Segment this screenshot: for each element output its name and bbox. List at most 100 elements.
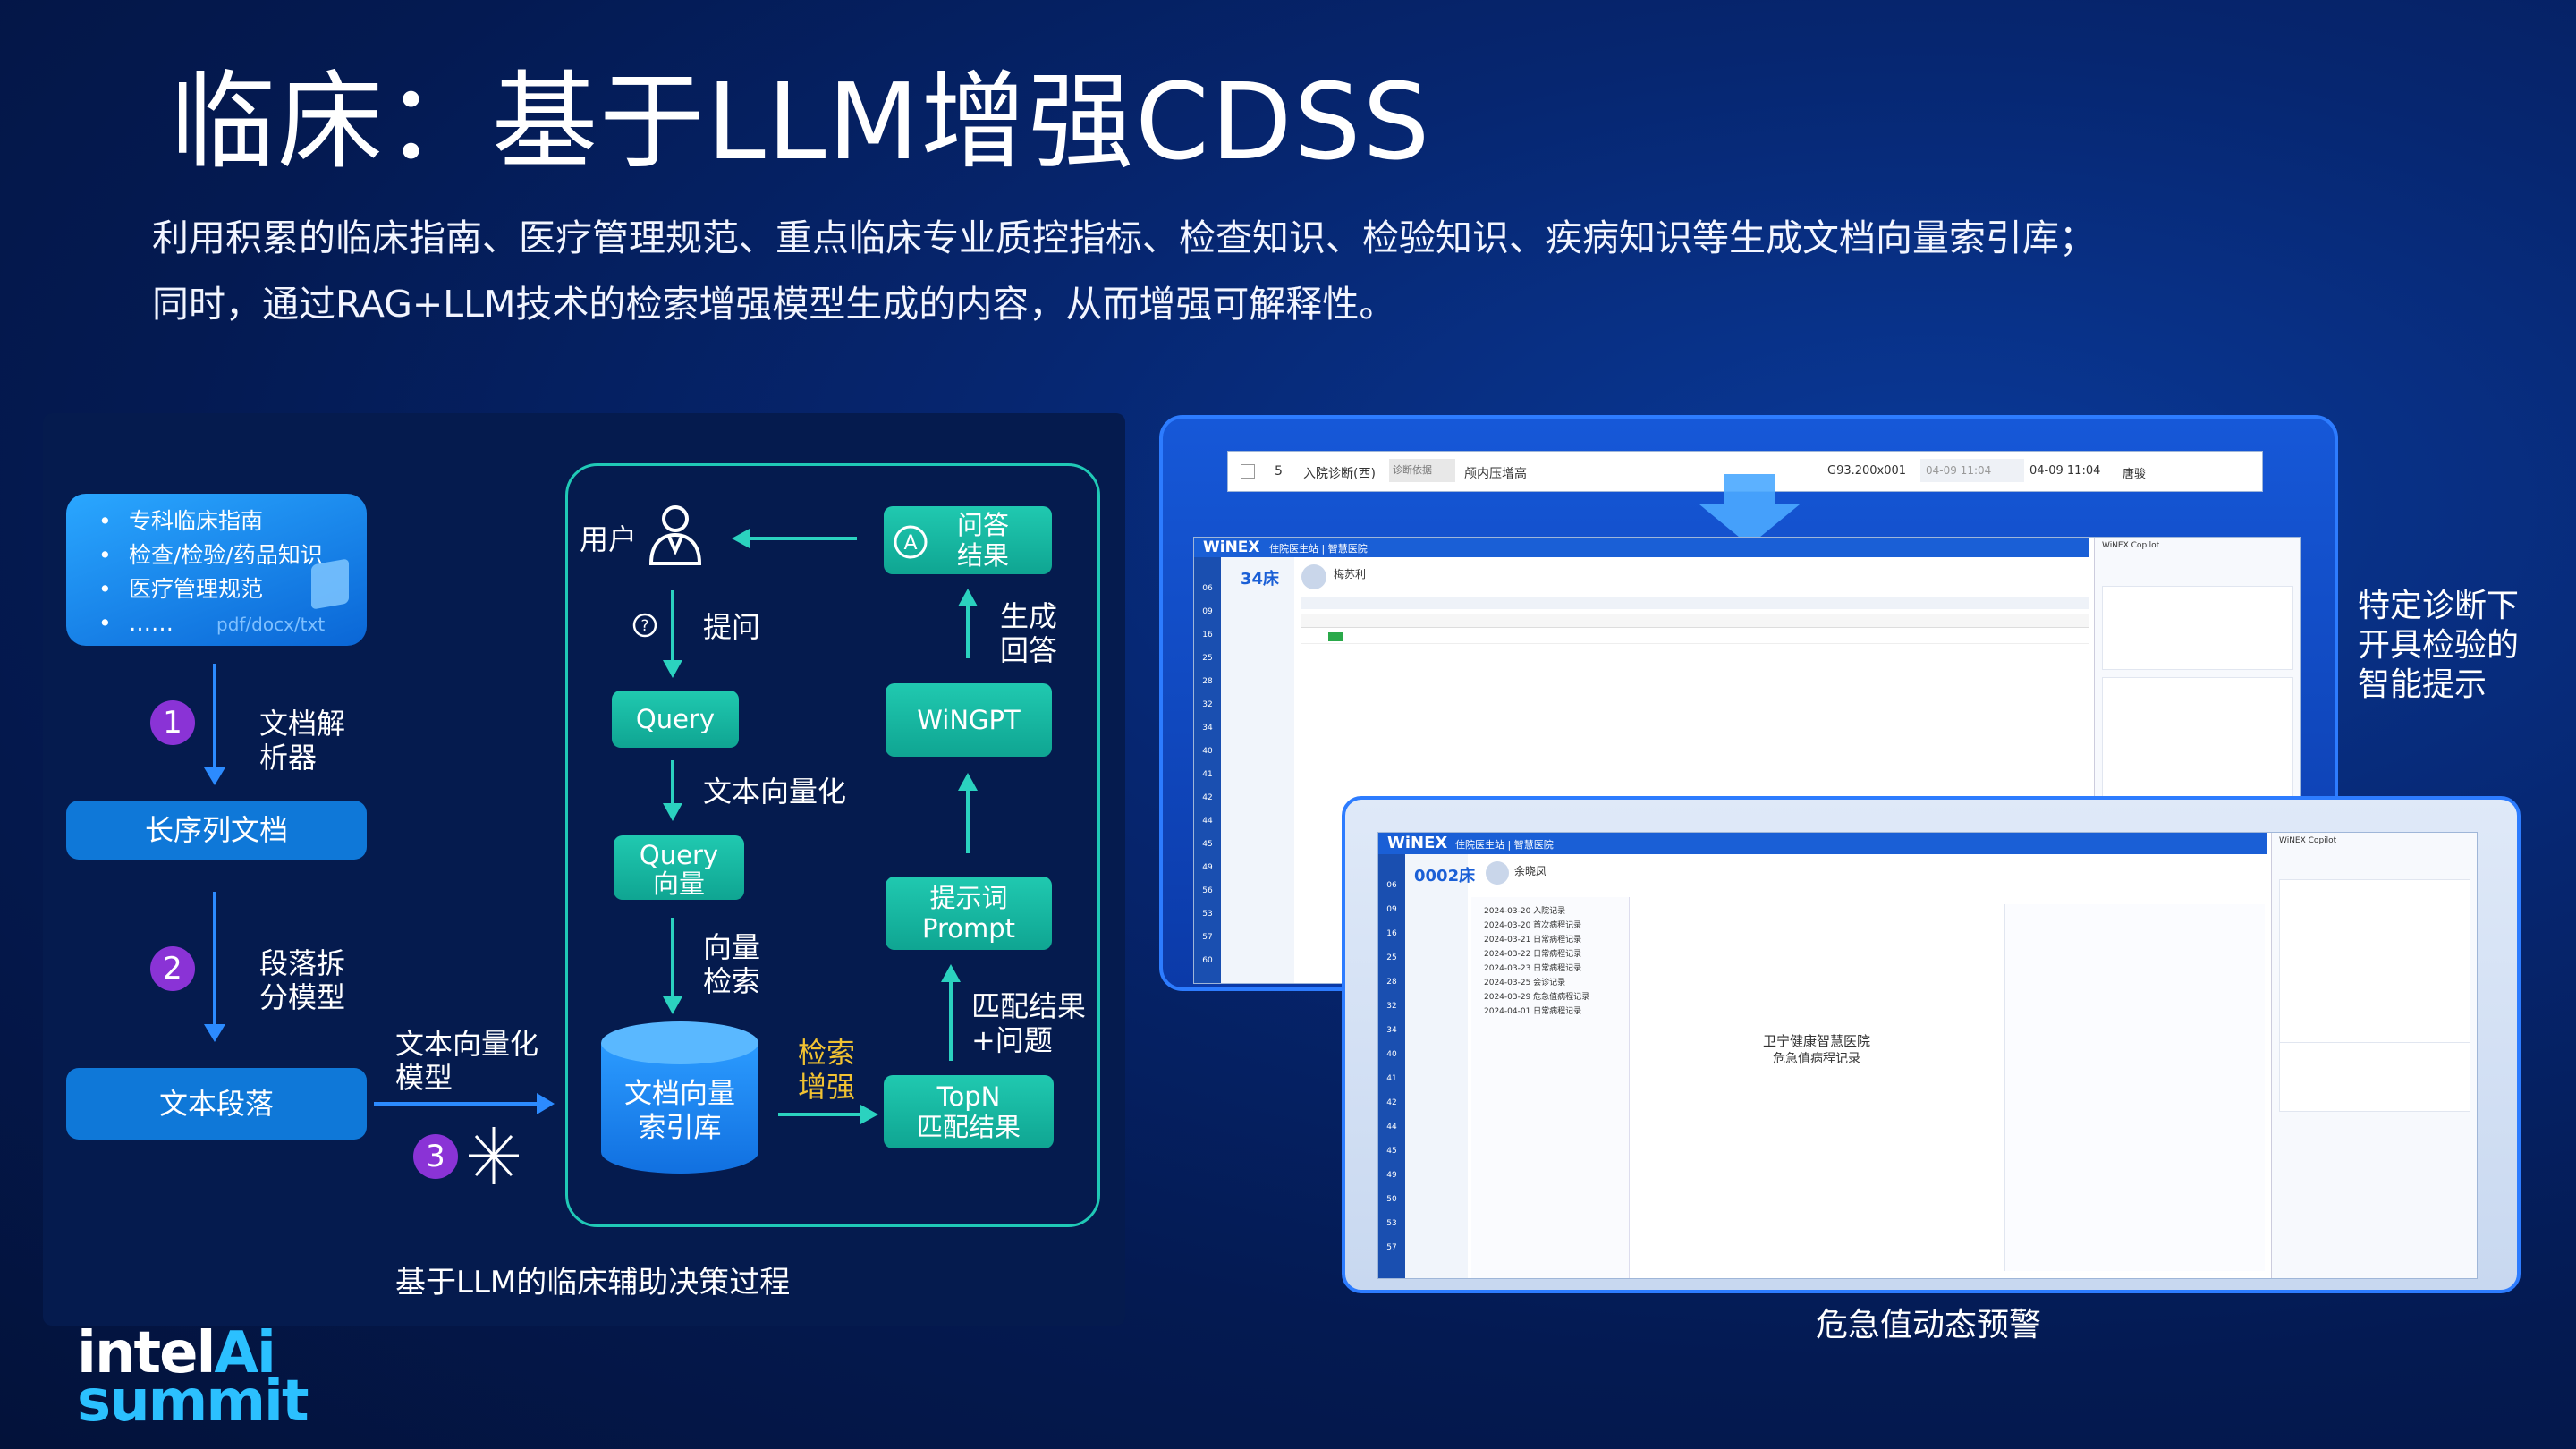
bed-item[interactable]: 06 <box>1386 881 1397 890</box>
table-header <box>1301 614 2089 628</box>
arrow-up-icon <box>958 589 978 606</box>
arrow-down-icon <box>663 996 682 1014</box>
record-item[interactable]: 2024-03-29 危急值病程记录 <box>1484 993 1590 1002</box>
intel-logo: intelAi <box>77 1320 276 1386</box>
diagram-caption: 基于LLM的临床辅助决策过程 <box>395 1265 791 1301</box>
arrow-right-icon <box>860 1105 878 1124</box>
robot-icon: A <box>894 525 928 559</box>
arrow-down-icon <box>204 1024 225 1042</box>
answer-result-box: A 问答结果 <box>884 506 1052 574</box>
bed-item[interactable]: 06 <box>1202 584 1213 593</box>
diagnosis-type: 入院诊断(西) <box>1303 467 1376 481</box>
doctor-name: 唐骏 <box>2123 468 2147 481</box>
retrieval-enhance-label: 检索增强 <box>798 1036 856 1104</box>
arrow-line <box>966 791 970 853</box>
template-panel <box>2004 904 2265 1271</box>
bed-item[interactable]: 40 <box>1202 747 1213 756</box>
bed-item[interactable]: 49 <box>1386 1171 1397 1180</box>
intro-line-1: 利用积累的临床指南、医疗管理规范、重点临床专业质控指标、检查知识、检验知识、疾病… <box>152 216 2096 259</box>
bed-item[interactable]: 45 <box>1202 840 1213 849</box>
bed-item[interactable]: 28 <box>1202 677 1213 686</box>
patient-name: 余晓凤 <box>1514 865 1547 877</box>
bed-item[interactable]: 57 <box>1386 1243 1397 1252</box>
page-title: 临床：基于LLM增强CDSS <box>170 60 1432 183</box>
record-tree: 2024-03-20 入院记录 2024-03-20 首次病程记录 2024-0… <box>1471 897 1630 1278</box>
record-item[interactable]: 2024-03-22 日常病程记录 <box>1484 950 1582 959</box>
arrow-left-icon <box>732 529 750 548</box>
doc-item: 专科临床指南 <box>91 504 367 538</box>
doc-item: …… <box>91 606 367 640</box>
bed-item[interactable]: 41 <box>1386 1074 1397 1083</box>
arrow-line <box>671 590 674 662</box>
vector-db-icon <box>601 1021 758 1174</box>
document-editor[interactable]: 卫宁健康智慧医院 危急值病程记录 <box>1638 904 1996 1271</box>
emr-header: WiNEX 住院医生站 | 智慧医院 <box>1194 538 2089 557</box>
nav-panel <box>1221 557 1294 983</box>
bed-item[interactable]: 34 <box>1202 724 1213 733</box>
wingpt-box: WiNGPT <box>886 683 1052 757</box>
user-label: 用户 <box>580 522 638 556</box>
bed-item[interactable]: 60 <box>1202 956 1213 965</box>
bed-item[interactable]: 42 <box>1202 793 1213 802</box>
arrow-line <box>213 892 216 1026</box>
bed-item[interactable]: 16 <box>1386 929 1397 938</box>
tab-bar <box>1301 597 2089 609</box>
long-document-box: 长序列文档 <box>66 801 367 860</box>
copilot-card <box>2279 879 2470 1065</box>
bed-item[interactable]: 53 <box>1386 1219 1397 1228</box>
bed-item[interactable]: 44 <box>1202 817 1213 826</box>
arrow-line <box>671 918 674 998</box>
bed-item[interactable]: 25 <box>1386 953 1397 962</box>
paragraph-box: 文本段落 <box>66 1068 367 1140</box>
record-item[interactable]: 2024-03-23 日常病程记录 <box>1484 964 1582 973</box>
row-index: 5 <box>1275 464 1283 479</box>
copilot-panel: WiNEX Copilot <box>2271 833 2477 1278</box>
bed-item[interactable]: 32 <box>1386 1002 1397 1011</box>
bed-item[interactable]: 28 <box>1386 978 1397 987</box>
diagnosis-code: G93.200x001 <box>1827 464 1907 478</box>
avatar <box>1486 861 1509 885</box>
record-item[interactable]: 2024-04-01 日常病程记录 <box>1484 1007 1582 1016</box>
bed-item[interactable]: 45 <box>1386 1147 1397 1156</box>
bed-sidebar: 06 09 16 25 28 32 34 40 41 42 44 45 49 50 53 57 <box>1378 854 1405 1278</box>
bed-item[interactable]: 42 <box>1386 1098 1397 1107</box>
date-input[interactable]: 04-09 11:04 <box>1920 459 2024 482</box>
table-row[interactable] <box>1301 631 2089 644</box>
step-2-label: 段落拆分模型 <box>259 946 346 1014</box>
doc-formats: pdf/docx/txt <box>216 614 326 635</box>
book-icon <box>311 558 349 610</box>
bed-number: 34床 <box>1241 570 1280 589</box>
bed-item[interactable]: 16 <box>1202 631 1213 640</box>
bed-item[interactable]: 53 <box>1202 910 1213 919</box>
bed-item[interactable]: 32 <box>1202 700 1213 709</box>
arrow-down-icon <box>663 660 682 678</box>
bed-item[interactable]: 09 <box>1202 607 1213 616</box>
bed-item[interactable]: 56 <box>1202 886 1213 895</box>
bed-item[interactable]: 41 <box>1202 770 1213 779</box>
arrow-line <box>949 982 953 1061</box>
diagnosis-name: 颅内压增高 <box>1464 467 1527 481</box>
record-item[interactable]: 2024-03-20 首次病程记录 <box>1484 921 1582 930</box>
arrow-line <box>778 1113 864 1116</box>
avatar <box>1301 564 1326 589</box>
record-item[interactable]: 2024-03-20 入院记录 <box>1484 907 1566 916</box>
svg-text:A: A <box>903 532 917 555</box>
bed-item[interactable]: 57 <box>1202 933 1213 942</box>
bed-item[interactable]: 49 <box>1202 863 1213 872</box>
diagnosis-basis-select[interactable]: 诊断依据 <box>1389 459 1455 482</box>
row-checkbox[interactable] <box>1241 464 1255 479</box>
doc-item: 检查/检验/药品知识 <box>91 538 367 572</box>
bed-item[interactable]: 50 <box>1386 1195 1397 1204</box>
record-item[interactable]: 2024-03-21 日常病程记录 <box>1484 936 1582 945</box>
bed-item[interactable]: 44 <box>1386 1123 1397 1131</box>
bed-item[interactable]: 25 <box>1202 654 1213 663</box>
arrow-down-icon <box>663 803 682 821</box>
bed-item[interactable]: 09 <box>1386 905 1397 914</box>
bed-item[interactable]: 40 <box>1386 1050 1397 1059</box>
question-icon: ? <box>632 613 657 638</box>
bed-item[interactable]: 34 <box>1386 1026 1397 1035</box>
record-item[interactable]: 2024-03-25 会诊记录 <box>1484 979 1566 987</box>
